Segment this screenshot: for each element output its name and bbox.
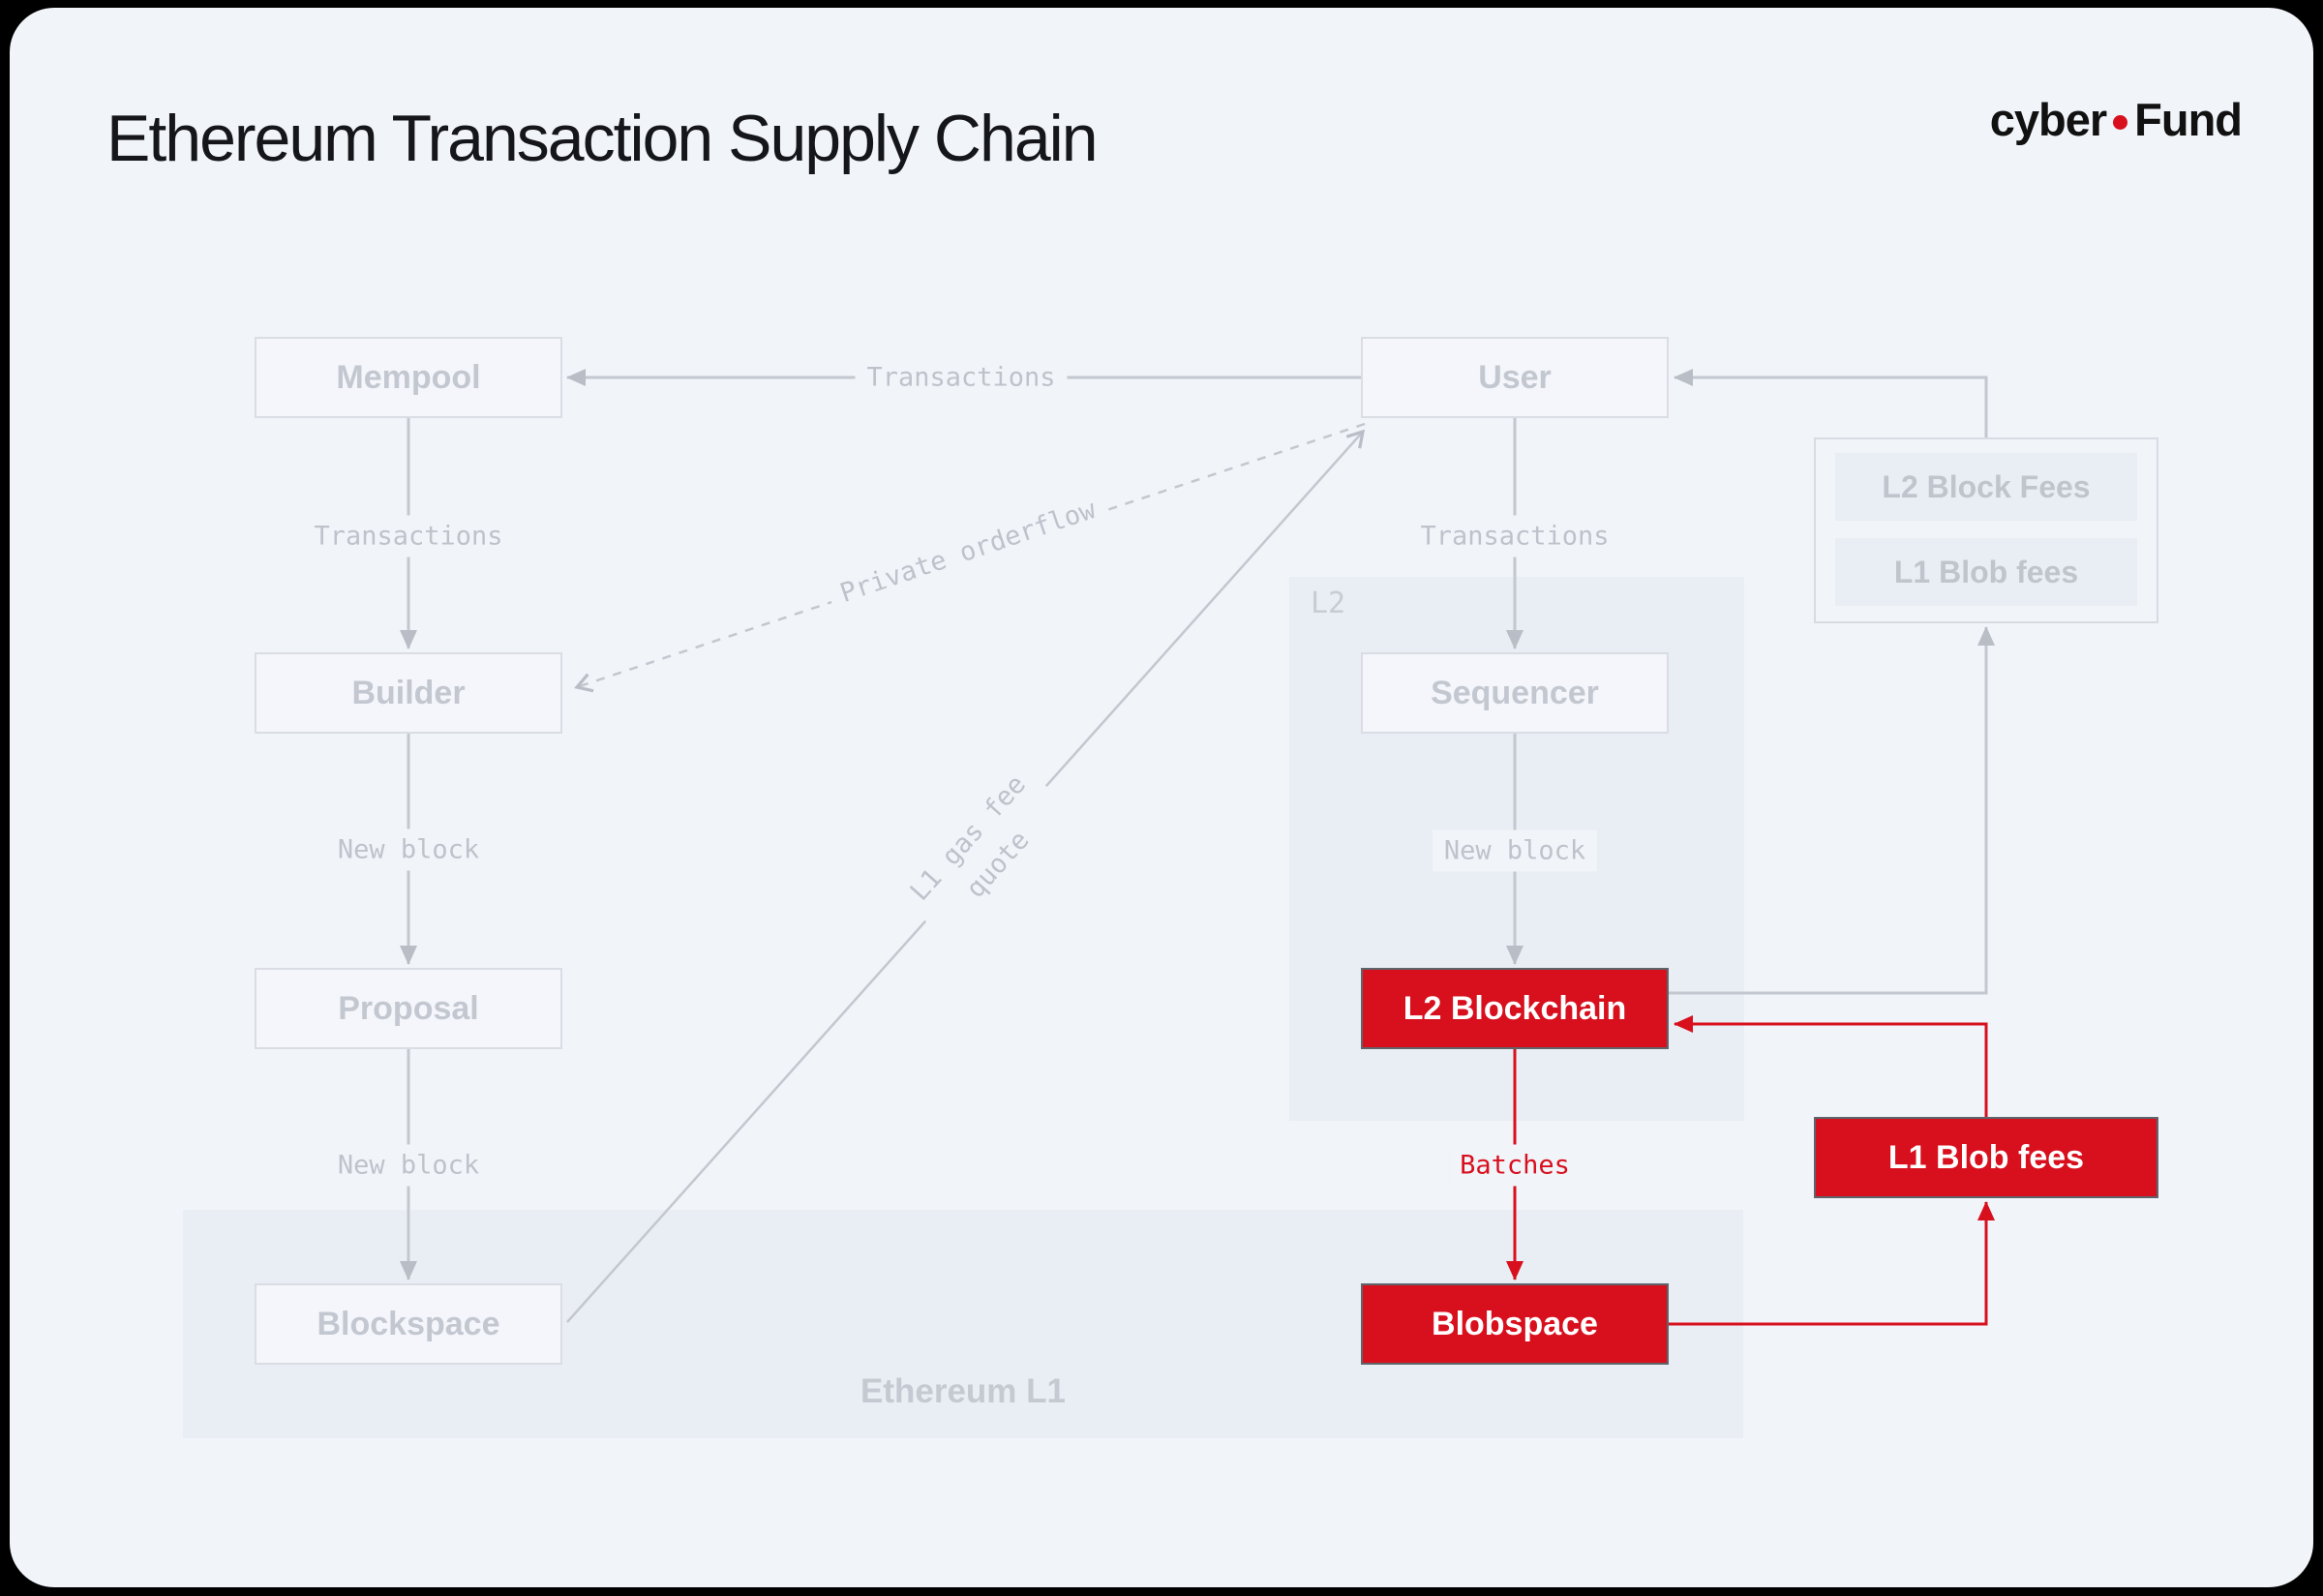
fees-panel: L2 Block Fees L1 Blob fees (1814, 437, 2158, 623)
node-blobspace: Blobspace (1361, 1283, 1669, 1365)
page-title: Ethereum Transaction Supply Chain (106, 102, 1099, 175)
edge-label-new-block-sequencer-l2: New block (1432, 829, 1598, 872)
edge-blobspace-to-l1blobfees (1669, 1201, 1995, 1326)
fees-row-l2-block-fees: L2 Block Fees (1835, 453, 2137, 521)
edge-label-transactions-mempool-builder: Transactions (302, 515, 515, 557)
logo-text-cyber: cyber (1989, 94, 2107, 145)
node-sequencer: Sequencer (1361, 652, 1669, 734)
edge-fees-panel-to-user (1674, 369, 1988, 437)
node-blockspace: Blockspace (255, 1283, 562, 1365)
node-builder: Builder (255, 652, 562, 734)
logo-red-dot-icon (2113, 115, 2128, 130)
node-user: User (1361, 337, 1669, 418)
edge-label-transactions-user-sequencer: Transactions (1408, 515, 1621, 557)
edge-l1blobfees-to-l2blockchain (1674, 1015, 1988, 1117)
node-l2-blockchain: L2 Blockchain (1361, 968, 1669, 1049)
edge-label-new-block-proposal-blockspace: New block (325, 1144, 492, 1187)
logo-text-fund: Fund (2134, 94, 2243, 145)
edge-l2blockchain-to-fees-panel (1669, 626, 1995, 995)
fees-row-l1-blob-fees: L1 Blob fees (1835, 538, 2137, 606)
node-mempool: Mempool (255, 337, 562, 418)
edge-label-batches: Batches (1448, 1144, 1582, 1187)
ethereum-l1-label: Ethereum L1 (860, 1372, 1066, 1410)
node-l1-blob-fees: L1 Blob fees (1814, 1117, 2158, 1198)
node-proposal: Proposal (255, 968, 562, 1049)
edge-label-transactions-user-mempool: Transactions (855, 356, 1068, 399)
edge-label-new-block-builder-proposal: New block (325, 828, 492, 871)
cyberfund-logo: cyber Fund (1989, 93, 2243, 146)
diagram-card: Ethereum Transaction Supply Chain cyber … (10, 8, 2313, 1587)
l2-container-label: L2 (1311, 587, 1346, 620)
